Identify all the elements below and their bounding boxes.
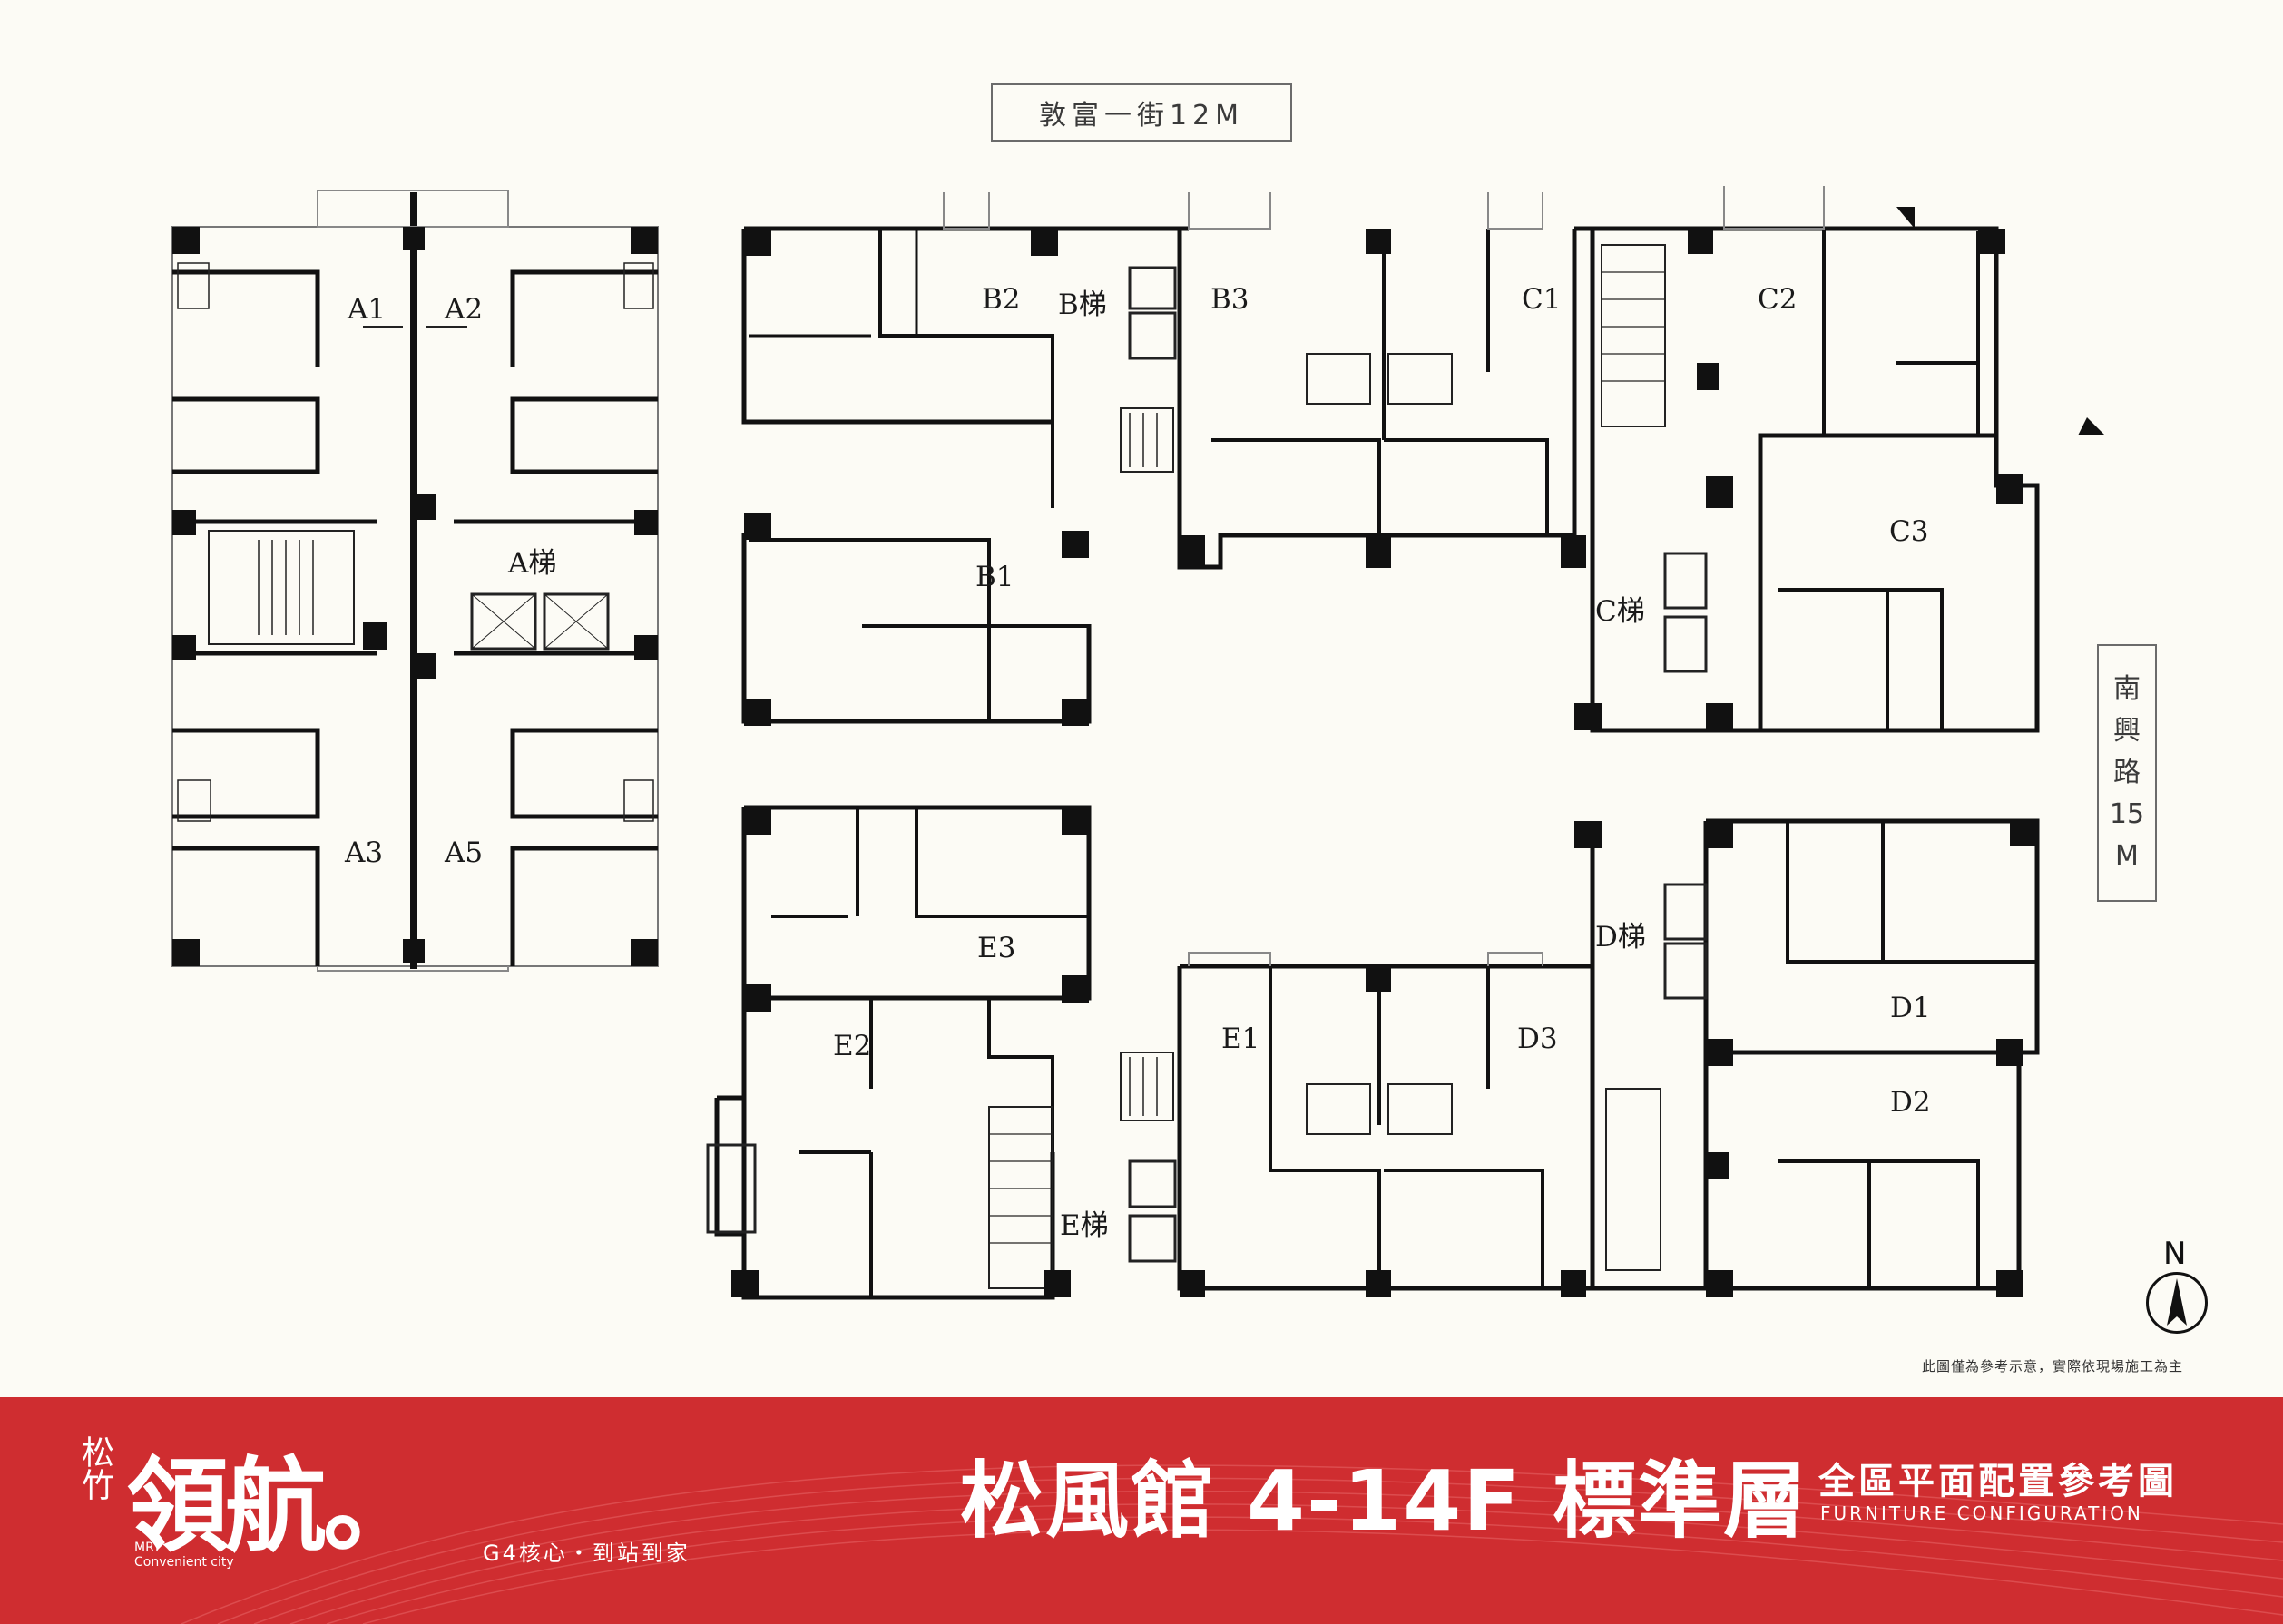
disclaimer-note: 此圖僅為參考示意，實際依現場施工為主 (1921, 1358, 2183, 1375)
elevator-label-e: E梯 (1060, 1209, 1109, 1242)
unit-label-e2: E2 (833, 1030, 872, 1062)
brand-logo-text: 領航。 (127, 1447, 425, 1566)
page-subtitle: 全區平面配置參考圖 (1818, 1461, 2178, 1502)
brand-sub-line-2: Convenient city (134, 1555, 234, 1570)
unit-label-e3: E3 (977, 932, 1016, 964)
unit-label-a5: A5 (445, 836, 484, 869)
brand-small-text: 松竹 (76, 1435, 113, 1501)
unit-label-c3: C3 (1889, 515, 1929, 548)
unit-label-a1: A1 (348, 293, 387, 326)
elevator-label-d: D梯 (1595, 921, 1646, 954)
building-a (171, 190, 659, 972)
compass-icon (2146, 1272, 2208, 1334)
street-char: 路 (2113, 757, 2141, 788)
unit-label-c1: C1 (1522, 283, 1562, 316)
street-char: 15 (2109, 798, 2145, 830)
page-subtitle-en: FURNITURE CONFIGURATION (1820, 1502, 2143, 1524)
unit-label-d1: D1 (1890, 992, 1931, 1024)
street-char: M (2115, 840, 2139, 872)
street-label-right: 南 興 路 15 M (2097, 644, 2157, 902)
wave-decoration (181, 1464, 2283, 1624)
unit-label-a2: A2 (445, 293, 484, 326)
street-char: 南 (2113, 673, 2141, 705)
south-wing (706, 805, 2040, 1300)
unit-label-b1: B1 (975, 561, 1014, 593)
unit-label-a3: A3 (345, 836, 384, 869)
unit-label-c2: C2 (1758, 283, 1798, 316)
unit-label-e1: E1 (1221, 1022, 1260, 1055)
elevator-label-c: C梯 (1595, 595, 1645, 628)
street-label-top: 敦富一街12M (991, 83, 1292, 142)
elevator-label-b: B梯 (1058, 289, 1107, 321)
unit-label-d2: D2 (1890, 1086, 1931, 1119)
page-title: 松風館 4-14F 標準層 (960, 1453, 1809, 1550)
slogan: G4核心・到站到家 (483, 1541, 691, 1566)
elevator-label-a: A梯 (508, 547, 557, 580)
brand-sub-line-1: MRT (134, 1541, 162, 1555)
unit-label-b3: B3 (1210, 283, 1249, 316)
north-wing (741, 186, 2105, 733)
footer-banner: 松竹 領航。 MRT Convenient city G4核心・到站到家 松風館… (0, 1397, 2283, 1624)
compass-north-label: N (2163, 1236, 2187, 1272)
street-char: 興 (2113, 715, 2141, 747)
unit-label-b2: B2 (982, 283, 1021, 316)
brand-subtext: MRT Convenient city (134, 1541, 234, 1570)
floor-plan (171, 186, 2105, 1300)
unit-label-d3: D3 (1517, 1022, 1558, 1055)
